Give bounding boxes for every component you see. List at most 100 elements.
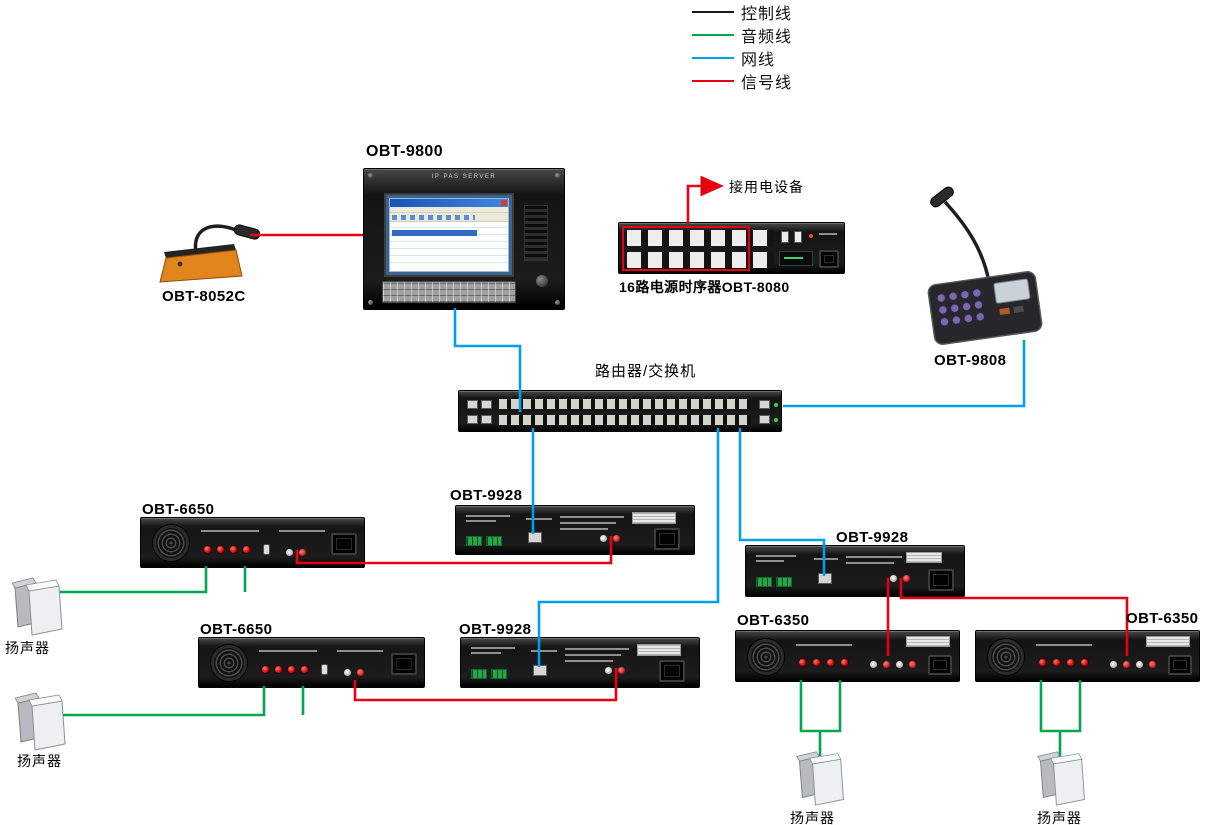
rca-jack-red [902, 574, 911, 583]
panel-text-line [337, 650, 383, 652]
legend-network-label: 网线 [741, 51, 776, 69]
uplink-port [467, 415, 478, 424]
label-obt-9808: OBT-9808 [934, 352, 1007, 369]
label-sticker [1146, 636, 1190, 647]
speaker-terminal [1080, 658, 1089, 667]
switch-port-row [499, 399, 751, 409]
switch-port-row [499, 415, 751, 425]
mic-gooseneck [193, 224, 237, 253]
terminal-block [776, 577, 792, 587]
rca-jack-red [1122, 660, 1131, 669]
mic-console-screen [993, 278, 1031, 304]
panel-text-line [796, 644, 852, 646]
device-obt-9928-a [455, 505, 695, 555]
device-obt-8080-sequencer [618, 222, 845, 274]
power-inlet [819, 250, 839, 268]
device-obt-9928-c [745, 545, 965, 597]
rca-jack-red [356, 668, 365, 677]
rca-jack-white [285, 548, 294, 557]
mic-capsule [930, 186, 954, 208]
panel-text-line [565, 648, 629, 650]
window-menu-bar [390, 207, 508, 213]
speaker-box-front [812, 758, 844, 806]
speaker-terminal [287, 665, 296, 674]
uplink-port [467, 400, 478, 409]
rca-jack-white [343, 668, 352, 677]
panel-text-line [471, 652, 501, 654]
fan-grille [153, 525, 189, 561]
ethernet-port [818, 573, 832, 584]
terminal-block [491, 669, 507, 679]
label-obt-8052c: OBT-8052C [162, 288, 246, 305]
software-window [389, 198, 509, 272]
speaker-terminal [798, 658, 807, 667]
window-content [390, 222, 508, 269]
label-obt-9928-a: OBT-9928 [450, 487, 523, 504]
power-inlet [1168, 655, 1192, 675]
screw-icon [368, 300, 373, 305]
power-rocker-switch [794, 231, 802, 243]
label-speaker-c: 扬声器 [790, 810, 835, 825]
rca-jack-white [889, 574, 898, 583]
label-sticker [632, 512, 676, 524]
label-obt-6350-b: OBT-6350 [1126, 610, 1199, 627]
label-sticker [637, 644, 681, 656]
device-router-switch [458, 390, 782, 432]
speaker-box-front-top [809, 753, 842, 765]
sfp-port [759, 415, 770, 424]
rca-jack-red [298, 548, 307, 557]
window-title-bar [390, 199, 508, 207]
label-sticker [906, 636, 950, 647]
screw-icon [555, 173, 560, 178]
rca-jack-red [1148, 660, 1157, 669]
terminal-block [756, 577, 772, 587]
speaker-box-front [1053, 758, 1085, 806]
rca-jack-white [599, 534, 608, 543]
speaker-b [14, 689, 67, 756]
legend-signal-label: 信号线 [741, 74, 793, 92]
wire-audio-6650b-to-speaker-b [63, 686, 266, 717]
panel-text-line [846, 562, 894, 564]
speaker-box-front [31, 700, 66, 751]
rca-jack-white [1135, 660, 1144, 669]
speaker-terminal [300, 665, 309, 674]
screw-icon [555, 300, 560, 305]
terminal-block [466, 536, 482, 546]
panel-text-line [201, 530, 259, 532]
power-inlet [928, 569, 954, 591]
mic-gooseneck [943, 200, 991, 283]
terminal-block [471, 669, 487, 679]
rca-jack-red [882, 660, 891, 669]
label-router-switch: 路由器/交换机 [595, 363, 697, 380]
panel-text-line [259, 650, 317, 652]
power-inlet [928, 655, 952, 675]
speaker-terminal [203, 545, 212, 554]
speaker-box-front-top [1050, 753, 1083, 765]
power-inlet [391, 653, 417, 675]
panel-text-line [466, 515, 510, 517]
legend-network-line-swatch [692, 56, 734, 59]
wire-audio-6650a-to-speaker-a [60, 566, 208, 594]
panel-text-line [471, 647, 515, 649]
device-obt-6650-a [140, 517, 365, 568]
speaker-d [1037, 748, 1087, 811]
window-toolbar [390, 213, 508, 222]
speaker-terminal [1038, 658, 1047, 667]
legend-row-signal: 信号线 [692, 69, 792, 92]
speaker-terminal [274, 665, 283, 674]
server-screen [384, 193, 514, 277]
device-obt-6350-a [735, 630, 960, 682]
legend-signal-line-swatch [692, 79, 734, 82]
mic-keypad [936, 288, 985, 327]
ethernet-port [528, 532, 542, 543]
mic-function-button [999, 307, 1011, 315]
panel-text-line [814, 558, 838, 560]
panel-text-line [1036, 644, 1092, 646]
rca-jack-red [617, 666, 626, 675]
power-rocker-switch [781, 231, 789, 243]
selected-row [392, 230, 477, 236]
sequencer-highlight-box [622, 226, 750, 271]
device-obt-9928-b [460, 637, 700, 688]
panel-text-line [819, 233, 837, 235]
